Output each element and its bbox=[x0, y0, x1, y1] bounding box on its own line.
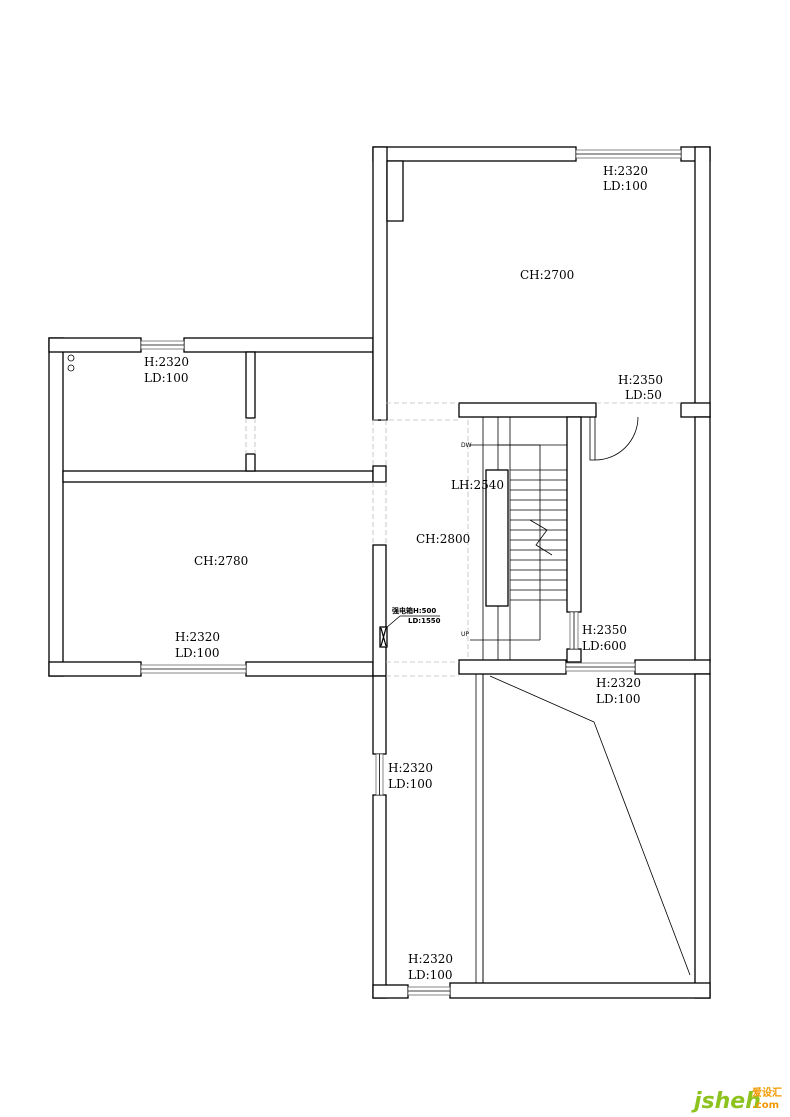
window-bottom-height: H:2320 bbox=[408, 952, 453, 966]
watermark-logo: jsheh .com 爱设汇 bbox=[691, 1086, 782, 1114]
window-right-ld: LD:100 bbox=[596, 692, 641, 706]
window-bottom-ld: LD:100 bbox=[408, 968, 453, 982]
door-mid-height: H:2350 bbox=[582, 623, 627, 637]
window-left-top-height: H:2320 bbox=[144, 355, 189, 369]
electrical-panel-label: 强电箱H:500 bbox=[392, 606, 436, 615]
ceiling-height-top-room: CH:2700 bbox=[520, 268, 574, 282]
logo-cn: 爱设汇 bbox=[752, 1086, 782, 1099]
fixtures bbox=[67, 354, 440, 648]
logo-suffix: .com bbox=[752, 1100, 779, 1111]
door-mid-ld: LD:600 bbox=[582, 639, 627, 653]
left-wing-walls bbox=[48, 337, 387, 677]
labels: CH:2700 CH:2780 CH:2800 LH:2540 DW UP H:… bbox=[144, 164, 663, 982]
window-left-top-ld: LD:100 bbox=[144, 371, 189, 385]
logo-brand: jsheh bbox=[691, 1089, 761, 1114]
stair-down-label: DW bbox=[461, 442, 472, 449]
window-corridor-height: H:2320 bbox=[388, 761, 433, 775]
staircase bbox=[470, 416, 567, 661]
bottom-wing-walls bbox=[372, 673, 711, 999]
dashed-openings bbox=[245, 402, 681, 677]
ceiling-height-left-room: CH:2780 bbox=[194, 554, 248, 568]
door-right-ld: LD:50 bbox=[625, 388, 662, 402]
windows bbox=[140, 149, 682, 996]
electrical-panel-ld: LD:1550 bbox=[408, 617, 441, 625]
door-swing bbox=[589, 416, 639, 461]
window-top-height: H:2320 bbox=[603, 164, 648, 178]
door-right-height: H:2350 bbox=[618, 373, 663, 387]
window-top-ld: LD:100 bbox=[603, 179, 648, 193]
stair-height-label: LH:2540 bbox=[451, 478, 504, 492]
stair-up-label: UP bbox=[461, 631, 469, 638]
window-right-height: H:2320 bbox=[596, 676, 641, 690]
window-left-bottom-height: H:2320 bbox=[175, 630, 220, 644]
right-room-walls bbox=[458, 416, 711, 675]
window-left-bottom-ld: LD:100 bbox=[175, 646, 220, 660]
window-corridor-ld: LD:100 bbox=[388, 777, 433, 791]
ceiling-height-center: CH:2800 bbox=[416, 532, 470, 546]
